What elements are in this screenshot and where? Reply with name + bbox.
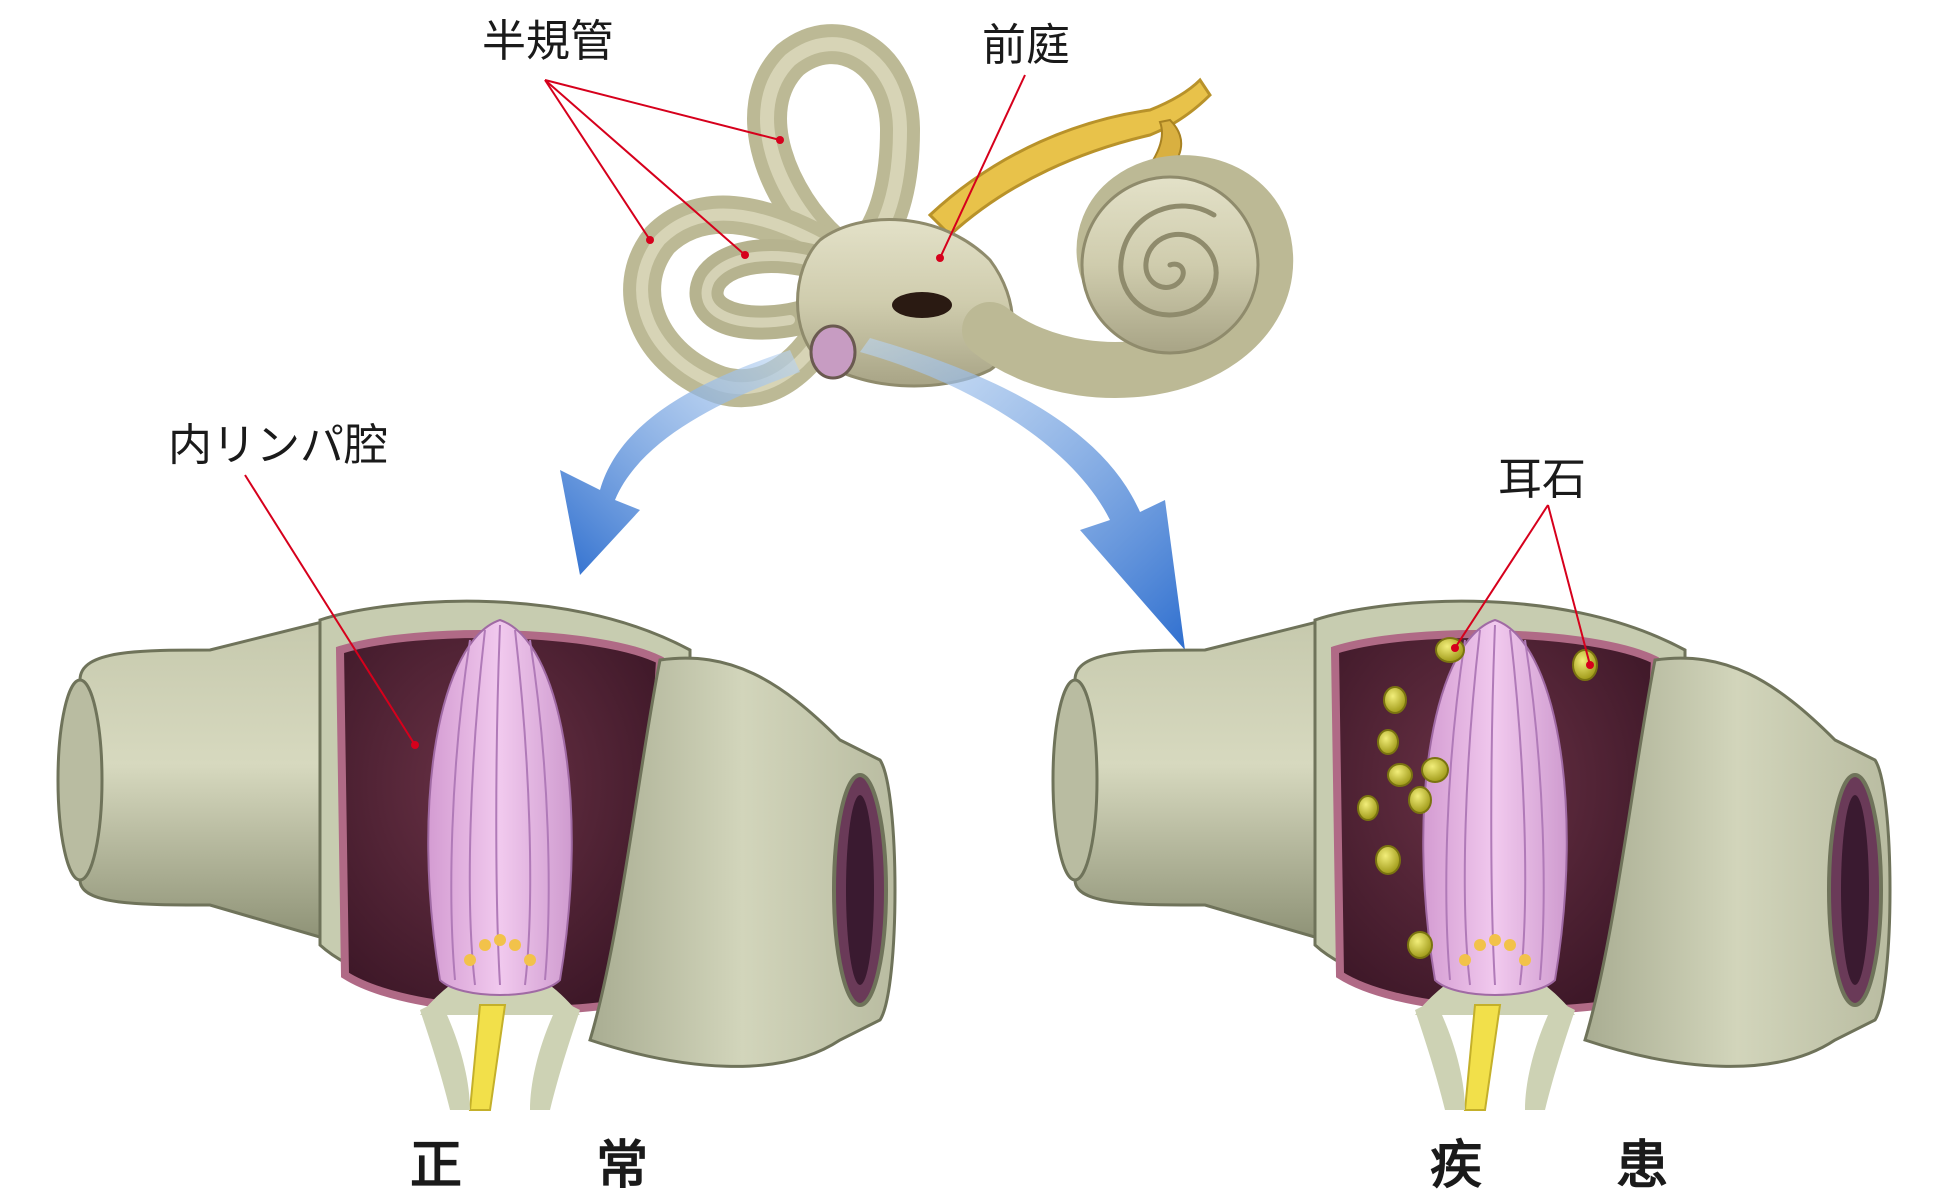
caption-disease: 疾 患 xyxy=(1430,1136,1727,1196)
leader-semicircular-3 xyxy=(544,79,746,256)
vestibulocochlear-nerve xyxy=(927,77,1212,238)
caption-normal: 正 常 xyxy=(410,1136,707,1196)
leader-endolymph xyxy=(244,474,416,746)
nerve-normal xyxy=(468,1004,507,1111)
label-otolith: 耳石 xyxy=(1498,454,1586,505)
leader-semicircular-1 xyxy=(544,79,781,141)
inner-ear-labyrinth xyxy=(623,24,1294,408)
cupula-normal xyxy=(427,618,573,996)
oval-window xyxy=(892,292,952,318)
leader-lines xyxy=(244,74,1591,746)
ampulla-cut xyxy=(809,324,857,380)
leader-otolith-1 xyxy=(1454,504,1549,649)
ampulla-disease xyxy=(1051,599,1892,1111)
leader-semicircular-2 xyxy=(544,79,651,241)
label-endolymph-space: 内リンパ腔 xyxy=(168,420,388,471)
sleeve-normal xyxy=(588,656,897,1068)
label-semicircular-canals: 半規管 xyxy=(482,16,614,67)
leader-vestibule xyxy=(939,74,1026,259)
leader-otolith-2 xyxy=(1547,504,1591,666)
leader-dots xyxy=(411,136,1594,749)
cochlea-spiral xyxy=(1118,203,1219,318)
otoliths xyxy=(1357,637,1598,959)
arrow-to-normal xyxy=(560,350,800,575)
sleeve-disease xyxy=(1583,656,1892,1068)
nerve-disease xyxy=(1463,1004,1502,1111)
label-vestibule: 前庭 xyxy=(982,20,1070,71)
cupula-disease xyxy=(1422,618,1568,996)
ampulla-normal xyxy=(56,599,897,1111)
arrow-to-disease xyxy=(860,338,1185,650)
